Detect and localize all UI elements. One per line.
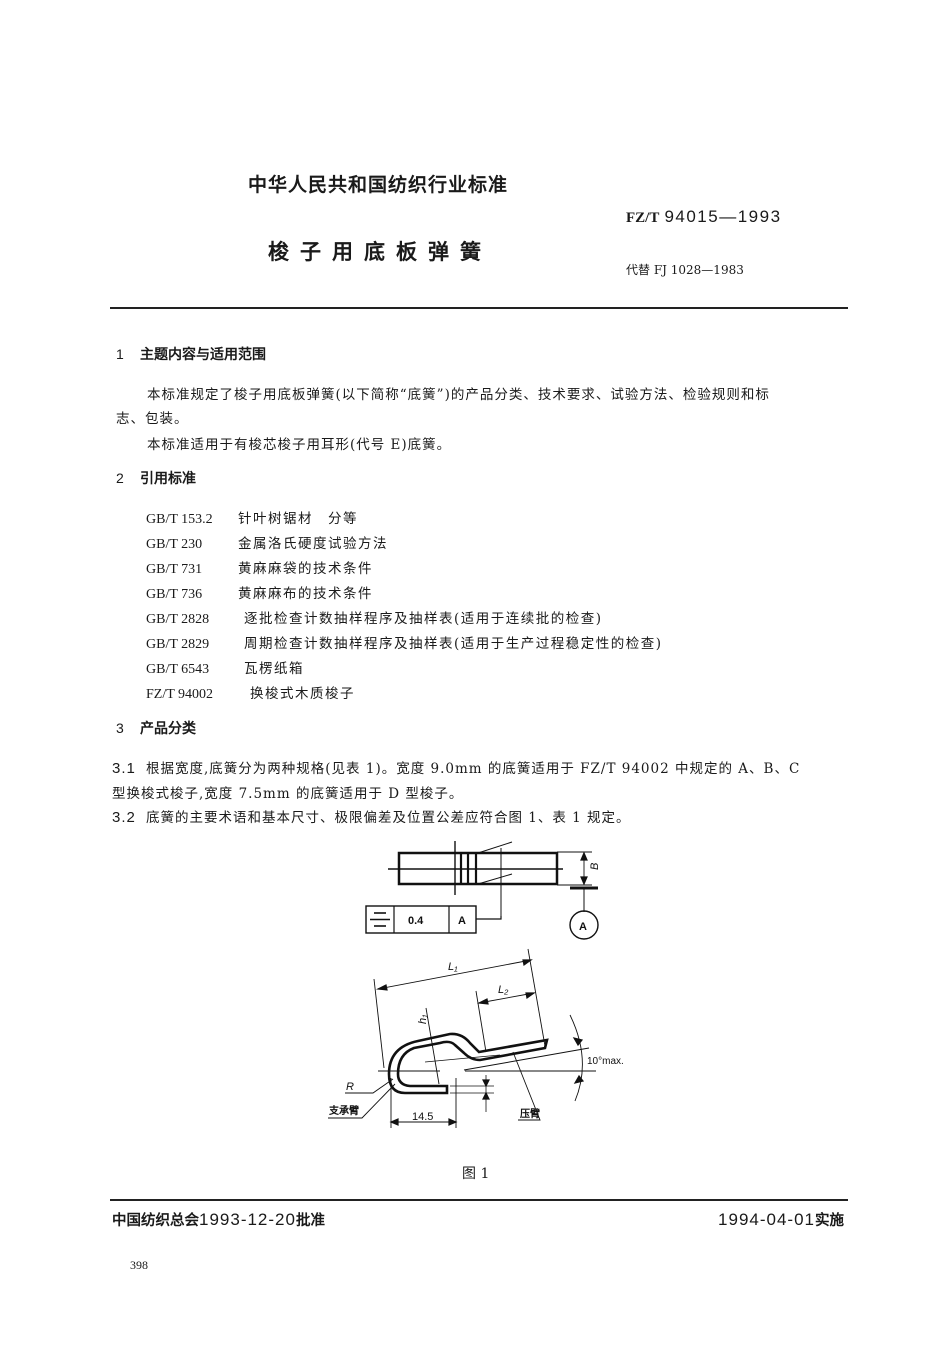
- reference-code: FZ/T 94002: [146, 687, 214, 702]
- approving-body: 中国纺织总会: [112, 1213, 199, 1229]
- standard-code: FZ/T 94015—1993: [626, 207, 782, 227]
- issuing-body: 中华人民共和国纺织行业标准: [248, 174, 509, 196]
- reference-item: GB/T 230 金属洛氏硬度试验方法: [146, 532, 388, 553]
- paragraph: 本标准适用于有梭芯梭子用耳形(代号 E)底簧。: [147, 437, 452, 453]
- header-divider: [110, 307, 848, 309]
- section-number: 2: [116, 470, 124, 486]
- effective-date: 1994-04-01: [718, 1210, 815, 1229]
- replaces-standard: 代替 FJ 1028—1983: [626, 263, 744, 277]
- support-arm-label: 支承臂: [328, 1104, 359, 1117]
- paragraph: 本标准规定了梭子用底板弹簧(以下简称“底簧”)的产品分类、技术要求、试验方法、检…: [147, 387, 770, 403]
- section-3-heading: 3 产品分类: [116, 718, 196, 738]
- dim-h1-label: h₁: [417, 1014, 429, 1024]
- approval-info: 中国纺织总会1993-12-20批准: [112, 1209, 325, 1230]
- footer-divider: [110, 1199, 848, 1201]
- reference-name: 金属洛氏硬度试验方法: [238, 536, 388, 552]
- press-arm-label: 压臂: [520, 1107, 540, 1120]
- reference-code: GB/T 731: [146, 562, 203, 577]
- reference-code: GB/T 6543: [146, 662, 210, 677]
- section-title: 主题内容与适用范围: [140, 347, 266, 363]
- reference-item: GB/T 731 黄麻麻袋的技术条件: [146, 557, 373, 578]
- clause-text: 根据宽度,底簧分为两种规格(见表 1)。宽度 9.0mm 的底簧适用于 FZ/T…: [146, 761, 801, 777]
- angle-label: 10°max.: [587, 1056, 624, 1067]
- reference-name: 针叶树锯材 分等: [238, 511, 358, 527]
- document-title: 梭子用底板弹簧: [268, 240, 492, 264]
- standard-number: 94015—1993: [664, 207, 782, 226]
- clause-number: 3.2: [112, 809, 136, 826]
- dim-r-label: R: [346, 1081, 354, 1093]
- reference-item: GB/T 736 黄麻麻布的技术条件: [146, 582, 373, 603]
- section-title: 产品分类: [140, 721, 196, 737]
- reference-code: GB/T 230: [146, 537, 203, 552]
- datum-label: A: [579, 921, 587, 933]
- page-number: 398: [130, 1258, 148, 1272]
- dim-width-label: 14.5: [412, 1111, 433, 1123]
- reference-item: FZ/T 94002 换梭式木质梭子: [146, 682, 355, 703]
- clause-3-2: 3.2 底簧的主要术语和基本尺寸、极限偏差及位置公差应符合图 1、表 1 规定。: [112, 806, 631, 826]
- reference-code: GB/T 2828: [146, 612, 210, 627]
- tolerance-value: 0.4: [408, 915, 424, 927]
- figure-caption: 图 1: [462, 1166, 490, 1182]
- section-title: 引用标准: [140, 471, 196, 487]
- dim-l2-label: L₂: [498, 984, 509, 996]
- approval-suffix: 批准: [295, 1213, 325, 1229]
- clause-number: 3.1: [112, 760, 136, 777]
- reference-name: 逐批检查计数抽样程序及抽样表(适用于连续批的检查): [244, 611, 603, 627]
- dim-l1-label: L₁: [448, 961, 458, 973]
- reference-name: 周期检查计数抽样程序及抽样表(适用于生产过程稳定性的检查): [244, 636, 663, 652]
- reference-item: GB/T 6543 瓦楞纸箱: [146, 657, 304, 678]
- effective-info: 1994-04-01实施: [718, 1209, 844, 1230]
- reference-name: 黄麻麻布的技术条件: [238, 586, 373, 602]
- reference-item: GB/T 2829 周期检查计数抽样程序及抽样表(适用于生产过程稳定性的检查): [146, 632, 663, 653]
- reference-code: GB/T 736: [146, 587, 203, 602]
- clause-3-1-continued: 型换梭式梭子,宽度 7.5mm 的底簧适用于 D 型梭子。: [112, 786, 464, 802]
- clause-text: 底簧的主要术语和基本尺寸、极限偏差及位置公差应符合图 1、表 1 规定。: [146, 810, 631, 826]
- reference-code: GB/T 153.2: [146, 512, 213, 527]
- effective-suffix: 实施: [815, 1213, 844, 1229]
- section-2-heading: 2 引用标准: [116, 468, 196, 488]
- reference-item: GB/T 2828 逐批检查计数抽样程序及抽样表(适用于连续批的检查): [146, 607, 603, 628]
- clause-3-1: 3.1 根据宽度,底簧分为两种规格(见表 1)。宽度 9.0mm 的底簧适用于 F…: [112, 757, 800, 777]
- section-1-heading: 1 主题内容与适用范围: [116, 344, 266, 364]
- section-number: 3: [116, 720, 124, 736]
- reference-item: GB/T 153.2 针叶树锯材 分等: [146, 507, 358, 528]
- reference-name: 瓦楞纸箱: [244, 661, 304, 677]
- reference-name: 黄麻麻袋的技术条件: [238, 561, 373, 577]
- reference-name: 换梭式木质梭子: [250, 686, 355, 702]
- section-number: 1: [116, 346, 124, 362]
- standard-prefix: FZ/T: [626, 210, 660, 226]
- datum-circle: [569, 910, 599, 940]
- tolerance-datum: A: [458, 915, 466, 927]
- dim-b-label: B: [589, 863, 601, 870]
- reference-code: GB/T 2829: [146, 637, 210, 652]
- paragraph: 志、包装。: [116, 411, 189, 427]
- approval-date: 1993-12-20: [199, 1210, 296, 1229]
